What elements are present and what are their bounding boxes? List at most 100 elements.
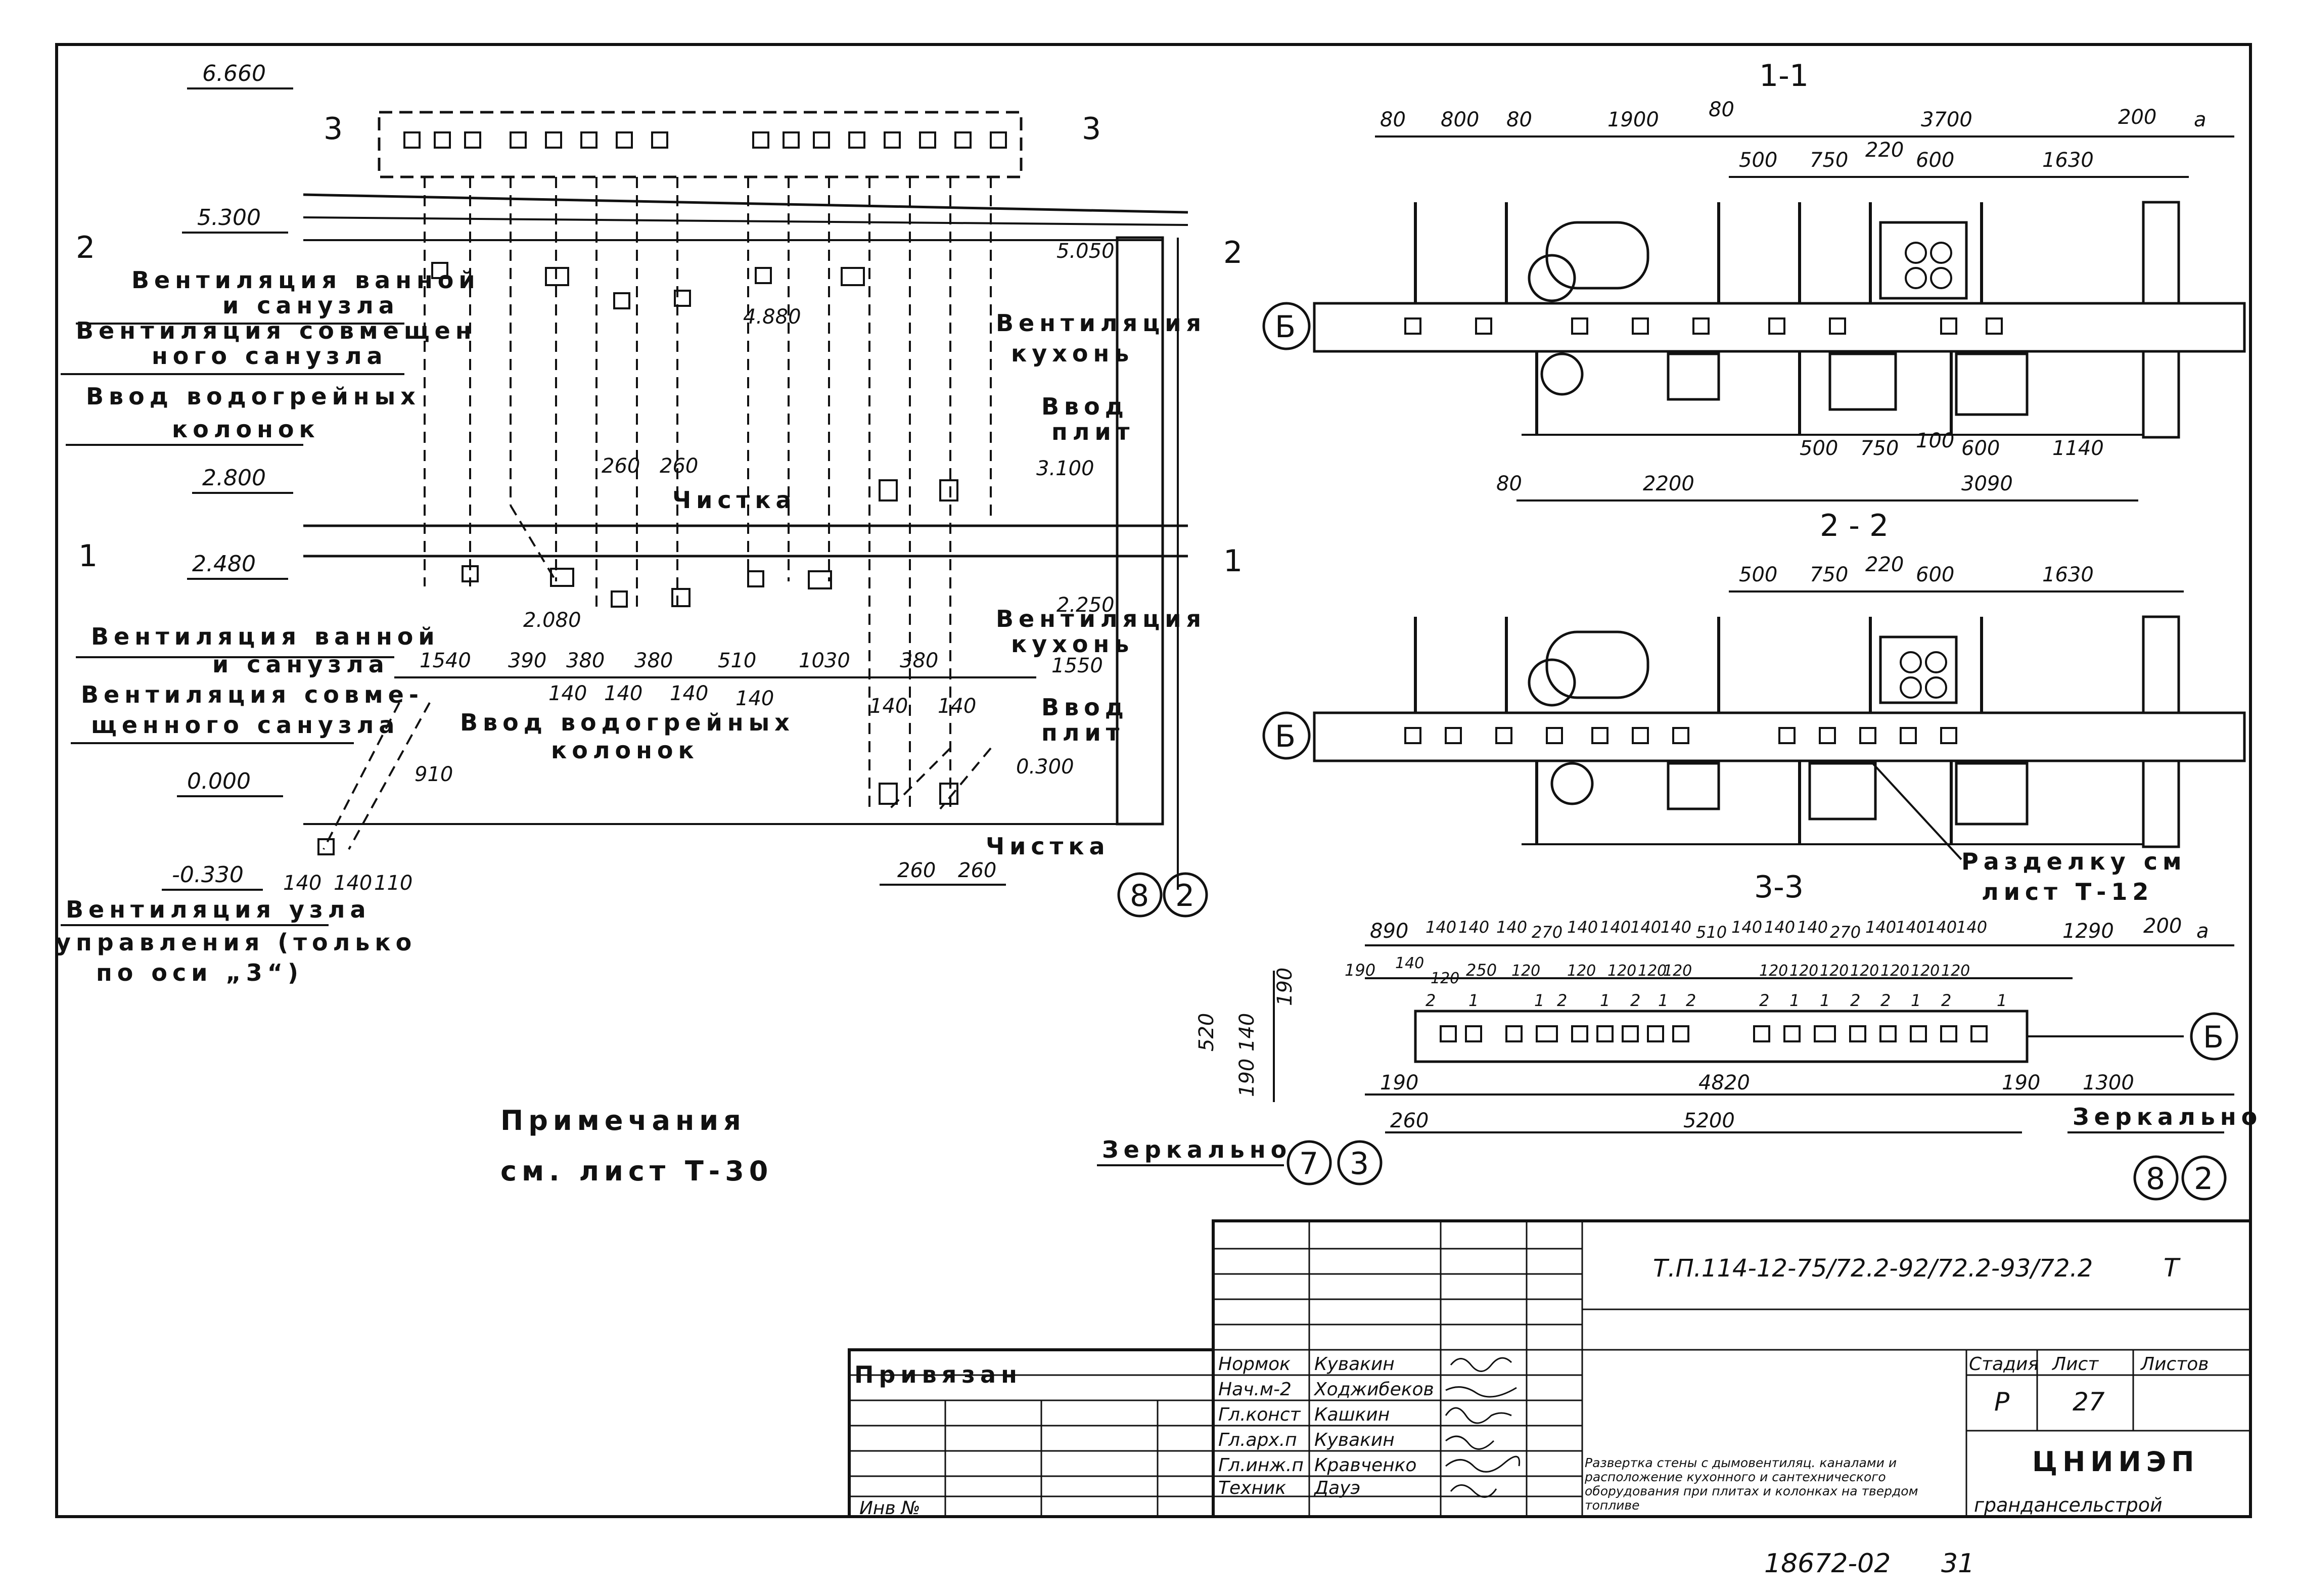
tb-description: Развертка стены с дымовентиляц. каналами… xyxy=(1585,1456,1918,1513)
s11-bot-750: 750 xyxy=(1860,437,1899,460)
s33-dt-8: 140 xyxy=(1661,918,1691,937)
s11-dim-a: a xyxy=(2194,108,2207,131)
s22-dim-750: 750 xyxy=(1810,563,1848,586)
s33-tm-11: 2 xyxy=(1850,991,1860,1010)
note-clean-2: Чистка xyxy=(986,833,1110,860)
s33-dm-6: 120 xyxy=(1607,962,1636,980)
note-kitchen-2b: кухонь xyxy=(1011,630,1134,658)
dim-390: 390 xyxy=(508,649,546,672)
s33-dm-9: 120 xyxy=(1759,962,1788,980)
s33-type-marks: 2 1 1 2 1 2 1 2 2 1 1 2 2 1 2 1 xyxy=(1426,991,2007,1010)
s33-dims-top: 890 140 140 140 270 140 140 140 140 510 … xyxy=(1370,915,2209,943)
note-vent-comb-2a: Вентиляция совме- xyxy=(81,681,424,708)
note-stove-2a: Ввод xyxy=(1041,694,1129,721)
note-vent-comb-2b: щенного санузла xyxy=(91,711,399,739)
s33-dt-3: 140 xyxy=(1496,918,1527,937)
s11-dim-200: 200 xyxy=(2118,106,2156,129)
s11-dim-80b: 80 xyxy=(1506,108,1532,131)
s33-axis-8: 8 xyxy=(2146,1161,2165,1197)
dim-1030: 1030 xyxy=(799,649,850,672)
note-vent-bath-1b: и санузла xyxy=(222,292,399,319)
s33-dm-8: 120 xyxy=(1663,962,1692,980)
section-mark-3-right: 3 xyxy=(1082,111,1101,147)
tb-role-2: Гл.конст xyxy=(1218,1404,1301,1425)
note-vent-comb-1b: ного санузла xyxy=(152,342,388,370)
s33-dt-14: 140 xyxy=(1865,918,1896,937)
s33-dt-6: 140 xyxy=(1600,918,1631,937)
s33-tm-10: 1 xyxy=(1820,991,1830,1010)
tb-sheet: 27 xyxy=(2073,1387,2105,1417)
tb-name-3: Кувакин xyxy=(1314,1430,1395,1450)
tb-org-2: грандансельстрой xyxy=(1974,1494,2163,1516)
note-stove-1b: плит xyxy=(1051,418,1134,445)
tb-stage-header: Стадия xyxy=(1969,1354,2039,1375)
s11-bot-600: 600 xyxy=(1961,437,2000,460)
s33-bd-4820: 4820 xyxy=(1698,1071,1750,1095)
section-2-2: 2 - 2 500 750 220 600 1630 xyxy=(1262,508,2246,905)
dim-380a: 380 xyxy=(566,649,605,672)
dim-140h: 140 xyxy=(334,872,372,895)
note-vent-comb-1a: Вентиляция совмещен xyxy=(76,317,477,344)
s33-tm-6: 1 xyxy=(1658,991,1668,1010)
s33-dm-1: 140 xyxy=(1395,954,1424,972)
s11-dim-80a: 80 xyxy=(1380,108,1406,131)
note-vent-bath-2b: и санузла xyxy=(212,651,389,678)
s33-dt-10: 140 xyxy=(1731,918,1762,937)
s11-bot-1140: 1140 xyxy=(2052,437,2104,460)
sheet-frame xyxy=(55,43,2252,1518)
note-heater-2b: колонок xyxy=(551,737,699,764)
level-2800: 2.800 xyxy=(202,465,266,491)
tb-role-5: Техник xyxy=(1218,1478,1286,1498)
section-mark-1-left: 1 xyxy=(78,538,98,574)
tb-name-1: Ходжибеков xyxy=(1313,1379,1434,1400)
tb-name-4: Кравченко xyxy=(1314,1455,1416,1476)
s22-ref-1: Разделку см xyxy=(1961,848,2187,875)
s11-dim-800: 800 xyxy=(1441,108,1479,131)
s33-dt-9: 510 xyxy=(1696,923,1727,942)
note-stove-1a: Ввод xyxy=(1041,393,1129,420)
s33-tm-9: 1 xyxy=(1789,991,1800,1010)
tb-inv: Инв № xyxy=(859,1498,921,1519)
s33-tm-4: 1 xyxy=(1600,991,1610,1010)
dim-1550: 1550 xyxy=(1051,654,1103,677)
axis-8-elev: 8 xyxy=(1130,878,1149,914)
s33-tm-2: 1 xyxy=(1534,991,1544,1010)
level-0300: 0.300 xyxy=(1016,755,1074,779)
dim-140f: 140 xyxy=(938,695,976,718)
tb-name-5: Дауэ xyxy=(1313,1478,1360,1498)
section-3-3-title: 3-3 xyxy=(1754,870,1804,905)
section-1-1-title: 1-1 xyxy=(1759,58,1809,94)
dim-110: 110 xyxy=(374,872,412,895)
dim-510: 510 xyxy=(718,649,756,672)
s11-mid-500: 500 xyxy=(1739,149,1777,172)
level-0000: 0.000 xyxy=(187,768,251,794)
note-kitchen-1b: кухонь xyxy=(1011,340,1134,367)
s33-bd-260: 260 xyxy=(1390,1109,1429,1132)
s33-bd-5200: 5200 xyxy=(1683,1109,1735,1132)
s33-dt-18: 1290 xyxy=(2062,920,2114,943)
section-mark-1-right: 1 xyxy=(1223,543,1243,579)
s33-tm-14: 2 xyxy=(1941,991,1951,1010)
dim-140c: 140 xyxy=(670,682,708,705)
s33-dm-4: 120 xyxy=(1511,962,1540,980)
s33-dt-7: 140 xyxy=(1630,918,1661,937)
tb-name-0: Кувакин xyxy=(1314,1354,1395,1375)
tb-sheets-header: Листов xyxy=(2140,1354,2209,1375)
tb-privyazan: Привязан xyxy=(854,1361,1022,1388)
note-clean-1: Чистка xyxy=(672,486,797,514)
s33-bd-190b: 190 xyxy=(2002,1071,2040,1095)
s33-dims-mid: 190 140 120 250 120 120 120 120 120 120 … xyxy=(1345,954,1970,987)
s33-dt-16: 140 xyxy=(1926,918,1957,937)
s22-ref-2: лист Т-12 xyxy=(1982,878,2153,905)
dim-140g: 140 xyxy=(283,872,321,895)
s33-dt-11: 140 xyxy=(1764,918,1795,937)
s33-dt-12: 140 xyxy=(1797,918,1828,937)
axis-2-elev: 2 xyxy=(1175,878,1194,914)
s11-mid-750: 750 xyxy=(1810,149,1848,172)
footer-page: 31 xyxy=(1941,1548,1974,1579)
s33-bd-1300: 1300 xyxy=(2083,1071,2134,1095)
s22-dim-500: 500 xyxy=(1739,563,1777,586)
s33-dt-5: 140 xyxy=(1567,918,1598,937)
s11-mid-600: 600 xyxy=(1916,149,1954,172)
level-m0330: -0.330 xyxy=(172,862,244,888)
